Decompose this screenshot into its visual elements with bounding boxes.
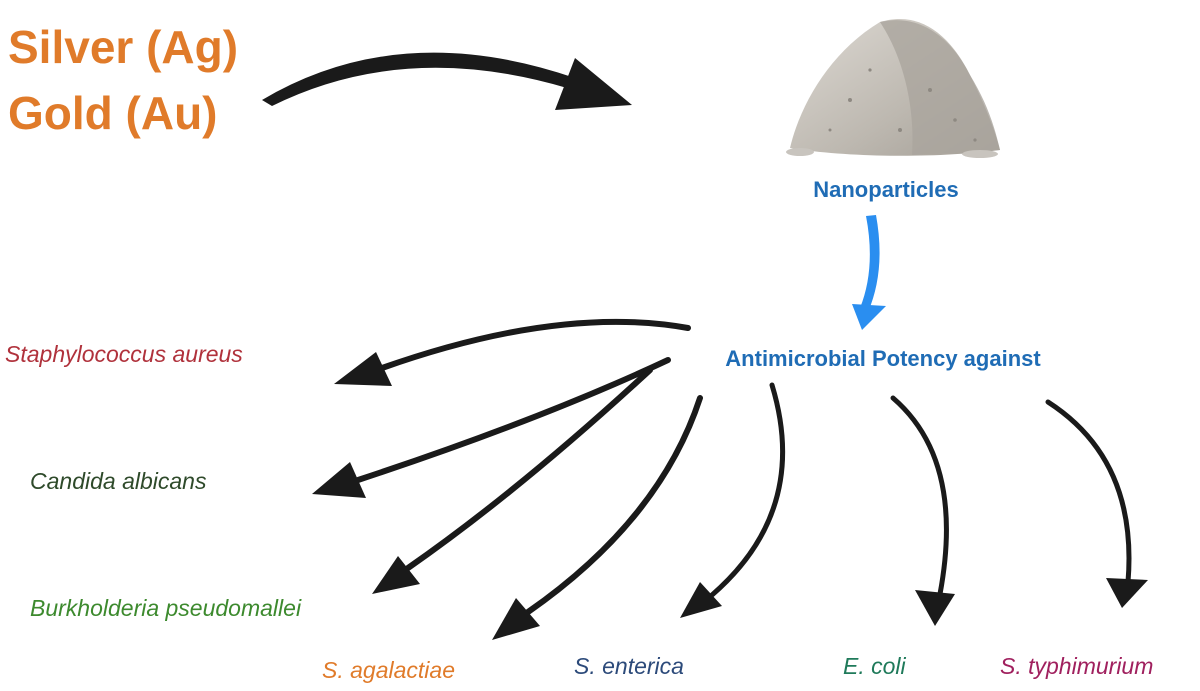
potency-label: Antimicrobial Potency against bbox=[725, 346, 1041, 371]
nanoparticles-label: Nanoparticles bbox=[813, 177, 959, 202]
arrow-enterica bbox=[709, 382, 785, 598]
arrowhead-ecoli bbox=[915, 590, 955, 626]
organism-label-s-agalactiae: S. agalactiae bbox=[322, 657, 455, 683]
organism-label-staphylococcus-aureus: Staphylococcus aureus bbox=[5, 341, 243, 367]
organism-label-s-typhimurium: S. typhimurium bbox=[1000, 653, 1153, 679]
arrow-typhimurium bbox=[1045, 399, 1132, 585]
organism-arrows bbox=[312, 318, 1148, 640]
arrowhead-enterica bbox=[680, 582, 722, 618]
organism-label-s-enterica: S. enterica bbox=[574, 653, 684, 679]
organism-label-burkholderia-pseudomallei: Burkholderia pseudomallei bbox=[30, 595, 302, 621]
nanoparticles-to-potency-arrow bbox=[860, 215, 880, 312]
arrow-staphylococcus bbox=[379, 318, 691, 371]
arrowhead-staphylococcus bbox=[334, 352, 392, 386]
arrow-agalactiae bbox=[525, 395, 703, 615]
organism-label-candida-albicans: Candida albicans bbox=[30, 468, 207, 494]
arrowhead-typhimurium bbox=[1106, 578, 1148, 608]
arrow-burkholderia bbox=[405, 367, 653, 571]
arrowhead-candida bbox=[312, 462, 366, 498]
metal-label-silver: Silver (Ag) bbox=[8, 21, 238, 73]
arrow-candida bbox=[355, 357, 671, 483]
arrowhead-burkholderia bbox=[372, 556, 420, 594]
metals-to-nanoparticles-arrow bbox=[262, 52, 575, 106]
arrow-ecoli bbox=[890, 395, 949, 597]
arrowhead-agalactiae bbox=[492, 598, 540, 640]
organism-label-e-coli: E. coli bbox=[843, 653, 907, 679]
blue-arrowhead bbox=[852, 304, 886, 330]
nanoparticle-pile-icon bbox=[786, 18, 1000, 158]
metals-arrowhead bbox=[555, 58, 632, 110]
metal-label-gold: Gold (Au) bbox=[8, 87, 218, 139]
